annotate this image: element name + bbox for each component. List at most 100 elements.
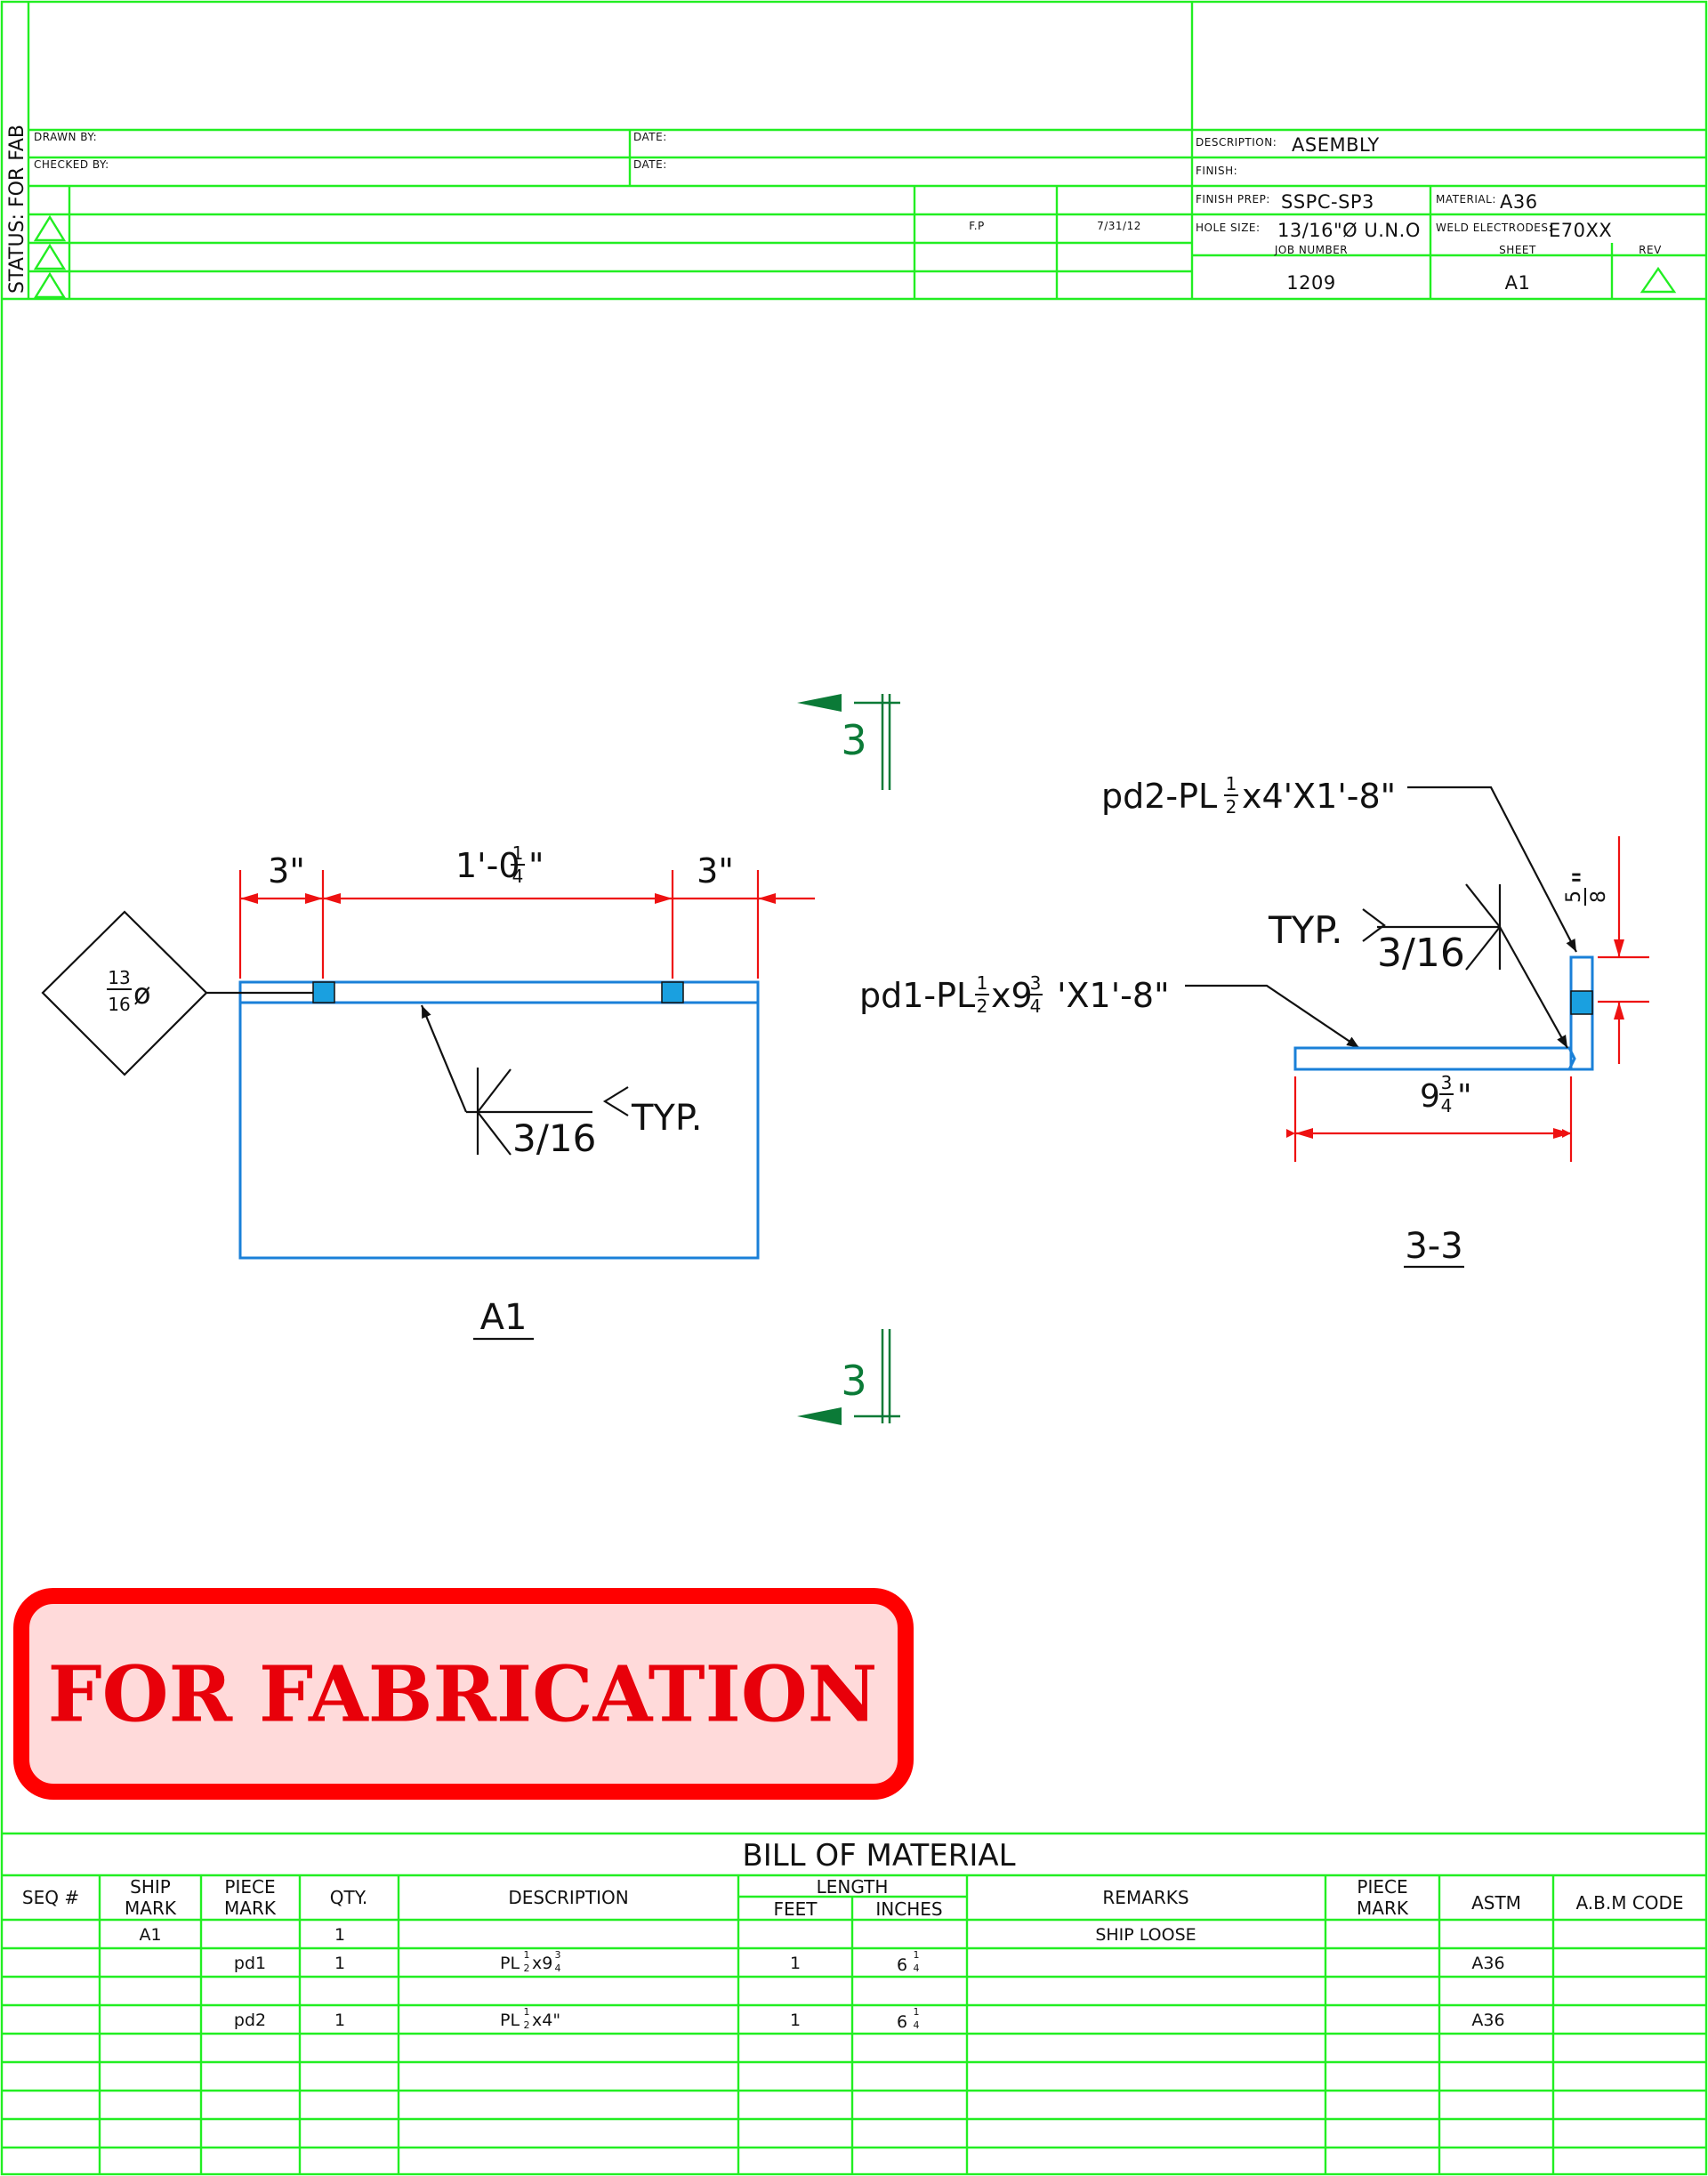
svg-text:4: 4 bbox=[1030, 995, 1042, 1017]
weld-left-size: 3/16 bbox=[512, 1116, 596, 1160]
svg-text:MARK: MARK bbox=[1357, 1898, 1409, 1919]
finish-label: FINISH: bbox=[1196, 165, 1237, 177]
svg-text:PL: PL bbox=[500, 1954, 525, 1973]
section-mark-top: 3 bbox=[841, 716, 866, 764]
bom-inches-pd1: 6 1 4 bbox=[897, 1949, 920, 1975]
view-a1: 3" 1'-0 1 4 " 3" 13 16 ø 3/16 TYP. bbox=[41, 842, 815, 1341]
svg-text:": " bbox=[1567, 870, 1602, 884]
svg-text:pd2-PL: pd2-PL bbox=[1101, 777, 1228, 816]
svg-text:A36: A36 bbox=[1471, 2011, 1504, 2030]
svg-text:": " bbox=[528, 846, 544, 885]
svg-text:MARK: MARK bbox=[125, 1898, 177, 1919]
svg-text:ASTM: ASTM bbox=[1471, 1892, 1521, 1914]
for-fabrication-stamp: FOR FABRICATION bbox=[13, 1588, 914, 1800]
material-value: A36 bbox=[1500, 191, 1538, 213]
svg-text:1: 1 bbox=[914, 1949, 920, 1961]
svg-text:1: 1 bbox=[1226, 773, 1237, 794]
hole-size-callout: 13 16 ø bbox=[107, 967, 151, 1015]
svg-text:1: 1 bbox=[524, 2006, 530, 2018]
weld-electrodes-label: WELD ELECTRODES: bbox=[1436, 222, 1552, 234]
svg-text:1: 1 bbox=[512, 842, 524, 864]
svg-text:pd2: pd2 bbox=[234, 2011, 266, 2030]
svg-text:2: 2 bbox=[1226, 796, 1237, 818]
view-a1-label: A1 bbox=[480, 1297, 528, 1338]
stamp-text: FOR FABRICATION bbox=[48, 1650, 878, 1740]
weld-left-typ: TYP. bbox=[631, 1098, 702, 1139]
revision-date: 7/31/12 bbox=[1097, 220, 1141, 232]
svg-text:3: 3 bbox=[1030, 972, 1042, 994]
svg-text:1: 1 bbox=[790, 2011, 801, 2030]
drawn-by-label: DRAWN BY: bbox=[34, 131, 97, 143]
description-value: ASEMBLY bbox=[1292, 134, 1380, 156]
rev-triangle-icon bbox=[1640, 266, 1677, 294]
svg-text:QTY.: QTY. bbox=[330, 1887, 367, 1908]
svg-text:PIECE: PIECE bbox=[1357, 1876, 1407, 1898]
svg-text:ø: ø bbox=[133, 977, 151, 1011]
hole-callout-diamond bbox=[41, 910, 208, 1076]
svg-text:1'-0: 1'-0 bbox=[455, 846, 520, 885]
svg-text:LENGTH: LENGTH bbox=[817, 1876, 889, 1898]
rev-label: REV bbox=[1639, 244, 1662, 256]
svg-text:SHIP: SHIP bbox=[130, 1876, 171, 1898]
bom-row: A1 1 SHIP LOOSE bbox=[139, 1925, 1196, 1945]
bolt-block bbox=[1570, 990, 1593, 1015]
drawn-date-label: DATE: bbox=[633, 131, 667, 143]
svg-text:1: 1 bbox=[977, 972, 988, 994]
job-number-value: 1209 bbox=[1286, 272, 1335, 294]
svg-text:1: 1 bbox=[524, 1949, 530, 1961]
bom-desc-pd1: PL 1 2 x9 3 4 bbox=[500, 1949, 561, 1974]
svg-text:5: 5 bbox=[1563, 891, 1585, 903]
view-3-3: pd2-PL 1 2 x4'X1'-8" pd1-PL 1 2 x9 3 4 '… bbox=[859, 773, 1649, 1269]
svg-text:13: 13 bbox=[108, 967, 130, 988]
revision-triangles bbox=[33, 214, 1677, 299]
hole-size-value: 13/16"Ø U.N.O bbox=[1277, 220, 1421, 241]
svg-text:pd1: pd1 bbox=[234, 1954, 266, 1973]
finish-prep-label: FINISH PREP: bbox=[1196, 193, 1270, 206]
bom-header: SEQ # SHIP MARK PIECE MARK QTY. DESCRIPT… bbox=[22, 1876, 1684, 1920]
svg-text:PL: PL bbox=[500, 2011, 525, 2030]
bom-row: pd1 1 PL 1 2 x9 3 4 1 6 1 4 A36 bbox=[234, 1949, 1505, 1975]
svg-text:x9: x9 bbox=[991, 976, 1033, 1015]
svg-text:'X1'-8": 'X1'-8" bbox=[1046, 976, 1170, 1015]
svg-text:A36: A36 bbox=[1471, 1954, 1504, 1973]
weld-right-size: 3/16 bbox=[1377, 931, 1465, 976]
svg-text:2: 2 bbox=[524, 2019, 530, 2031]
svg-text:FEET: FEET bbox=[774, 1898, 818, 1920]
svg-text:9: 9 bbox=[1420, 1078, 1440, 1115]
svg-text:x4": x4" bbox=[532, 2011, 560, 2030]
svg-text:REMARKS: REMARKS bbox=[1102, 1887, 1188, 1908]
checked-by-label: CHECKED BY: bbox=[34, 158, 109, 171]
bom-inches-pd2: 6 1 4 bbox=[897, 2006, 920, 2032]
checked-date-label: DATE: bbox=[633, 158, 667, 171]
revision-by: F.P bbox=[969, 220, 985, 232]
bom-row: pd2 1 PL 1 2 x4" 1 6 1 4 A36 bbox=[234, 2006, 1505, 2032]
svg-text:A1: A1 bbox=[139, 1925, 161, 1945]
view-3-3-label: 3-3 bbox=[1405, 1226, 1462, 1267]
material-label: MATERIAL: bbox=[1436, 193, 1496, 206]
job-number-label: JOB NUMBER bbox=[1274, 244, 1348, 256]
dim-overall: 1'-0 1 4 " bbox=[455, 842, 544, 887]
svg-text:1: 1 bbox=[790, 1954, 801, 1973]
dim-5-8: 5 8 " bbox=[1563, 870, 1610, 906]
svg-text:SHIP LOOSE: SHIP LOOSE bbox=[1095, 1925, 1196, 1945]
bill-of-material: BILL OF MATERIAL SEQ # SHIP MARK PIECE M… bbox=[2, 1832, 1706, 2174]
bom-desc-pd2: PL 1 2 x4" bbox=[500, 2006, 560, 2031]
svg-text:x9: x9 bbox=[532, 1954, 552, 1973]
sheet-value: A1 bbox=[1505, 272, 1531, 294]
section-mark-bottom: 3 bbox=[841, 1357, 866, 1405]
svg-text:16: 16 bbox=[108, 994, 130, 1015]
section-cut-bottom: 3 bbox=[797, 1329, 900, 1425]
dim-3in-left: 3" bbox=[268, 851, 305, 891]
weld-electrodes-value: E70XX bbox=[1549, 220, 1612, 241]
pd2-callout: pd2-PL 1 2 x4'X1'-8" bbox=[1101, 773, 1396, 818]
svg-text:3: 3 bbox=[1441, 1072, 1453, 1093]
svg-text:A.B.M CODE: A.B.M CODE bbox=[1575, 1892, 1683, 1914]
svg-text:INCHES: INCHES bbox=[875, 1898, 942, 1920]
svg-text:1: 1 bbox=[334, 1925, 345, 1945]
status-label: STATUS: FOR FAB bbox=[6, 125, 28, 294]
finish-prep-value: SSPC-SP3 bbox=[1281, 191, 1374, 213]
weld-right-typ: TYP. bbox=[1268, 908, 1342, 952]
svg-text:4: 4 bbox=[555, 1962, 561, 1974]
sheet-label: SHEET bbox=[1499, 244, 1536, 256]
